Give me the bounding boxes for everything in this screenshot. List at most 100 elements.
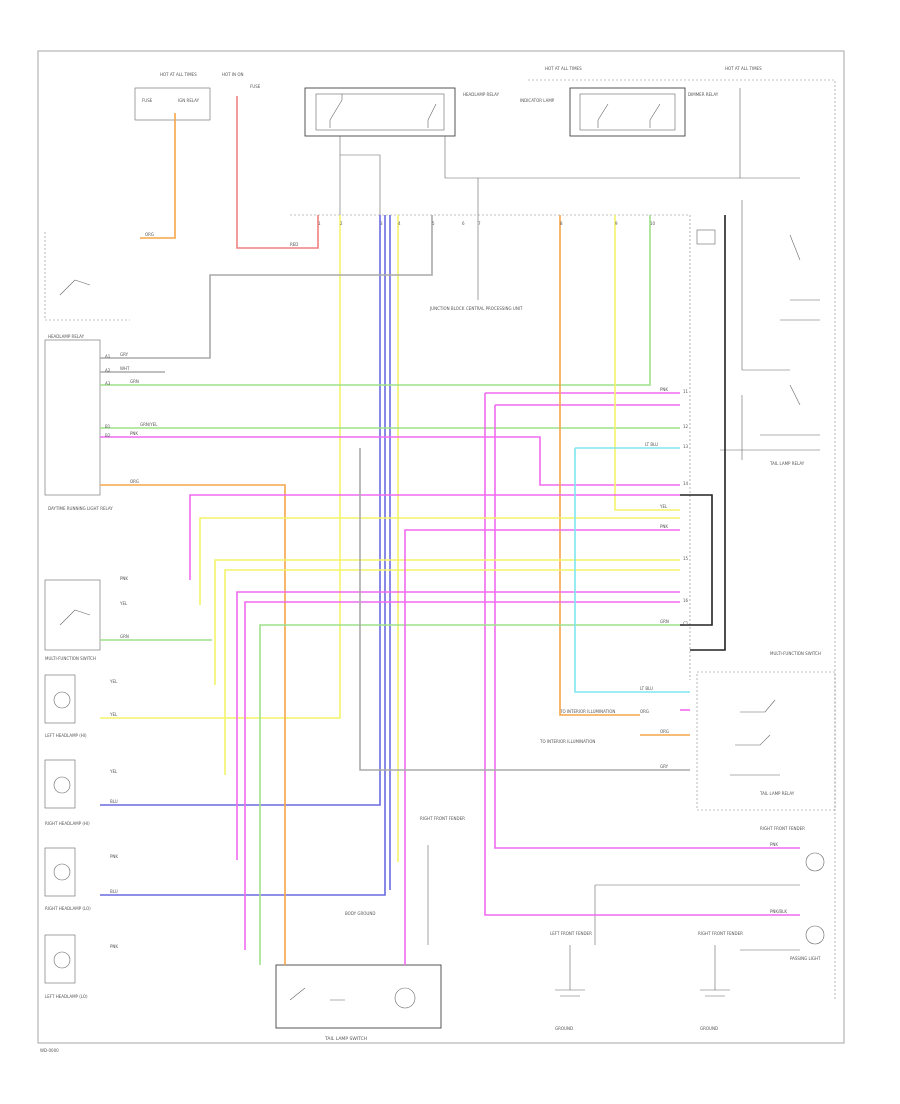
label-fuse-2: FUSE [250,84,261,89]
pin-p11: 11 [683,389,689,394]
ground-left-fender [555,945,585,997]
wire-org-2 [100,484,286,965]
wire-org-1 [140,113,176,239]
pin-a3: A3 [105,381,111,386]
wire-blu-2 [100,215,386,896]
top-dash-2 [528,79,836,1000]
wire-gry-2-label: WHT [120,366,130,371]
corner-code: WD-0000 [40,1048,59,1053]
wire-yel-5-label: YEL [109,679,118,684]
pin-p13: 13 [683,444,689,449]
label-body-ground-1: BODY GROUND [345,911,375,916]
wire-blu-1-label: BLU [110,799,118,804]
wire-lbl-2 [574,448,690,693]
wire-pnk-2-label: PNK [660,387,668,392]
wire-pnk-8-label: PNK [110,944,118,949]
label-multi-function-switch: MULTI-FUNCTION SWITCH [45,656,96,661]
wire-yel-3-label: YEL [659,504,668,509]
label-ground-2: GROUND [700,1026,718,1031]
wire-yel-5 [214,559,680,685]
right-lower-switch [730,699,780,776]
right-headlamp-hi-bulb [53,863,71,881]
wire-yel-1 [100,215,341,719]
label-tail-lamp-relay: TAIL LAMP RELAY [769,461,805,466]
label-hot-at-all-times-1: HOT AT ALL TIMES [160,72,197,77]
wire-org-1-label: ORG [145,232,154,237]
mfs-switch [59,609,91,626]
wire-blu-1 [100,215,381,806]
label-headlamp-relay: HEADLAMP RELAY [463,92,500,97]
label-left-front-fender: LEFT FRONT FENDER [550,931,592,936]
label-ground-1: GROUND [555,1026,573,1031]
pin-a1: A1 [105,354,111,359]
wire-gry-1 [100,215,433,359]
wire-grn-1-label: GRN [130,379,139,384]
label-right-headlamp-lo: RIGHT HEADLAMP (LO) [45,906,91,911]
label-tail-lamp-switch: TAIL LAMP SWITCH [324,1036,367,1042]
tail-switch-contact [289,987,345,1001]
wire-pnk-6-label: PNK [120,576,128,581]
relay-switch-4 [649,103,661,128]
pin-p3: 3 [380,221,383,226]
label-right-front-fender: RIGHT FRONT FENDER [420,816,465,821]
right-relay-2 [720,384,820,460]
label-left-headlamp-lo: LEFT HEADLAMP (LO) [45,994,88,999]
ground-right-fender [700,945,730,997]
wire-pnk-5 [494,405,800,849]
wire-grn-1 [100,215,651,386]
wire-pnk-9 [404,529,680,965]
wire-pnk-9-label: PNK [660,524,668,529]
label-left-headlamp-hi: LEFT HEADLAMP (HI) [45,733,87,738]
pin-p12: 12 [683,424,689,429]
wire-blu-2-label: BLU [110,889,118,894]
wire-yel-3 [614,215,680,511]
wire-lbl-2-label: LT BLU [640,686,653,691]
passing-light-1 [805,852,825,872]
bottom-right-bus [594,884,800,951]
label-hot-at-all-times-2: HOT AT ALL TIMES [545,66,582,71]
wire-grn-2-label: GRN/YEL [140,422,158,427]
label-hot-at-all-times-3: HOT AT ALL TIMES [725,66,762,71]
wire-layer: ORGREDYELBLUBLUGRNGRN/YELPNKPNKPNK/BLKPN… [100,96,800,965]
label-to-interior-2: TO INTERIOR ILLUMINATION [559,709,615,714]
wire-yel-4 [199,517,680,605]
pin-p10: 10 [650,221,656,226]
label-right-headlamp-hi: RIGHT HEADLAMP (HI) [45,821,90,826]
left-switch-frame [44,232,130,321]
right-connector [696,229,716,245]
left-headlamp-lo [44,759,76,809]
mid-link [340,154,381,215]
tail-switch-lamp [394,987,416,1009]
wire-yel-1-label: YEL [109,712,118,717]
wire-grn-3-label: GRN [660,619,669,624]
headlamp-relay-box [304,87,456,137]
wire-yel-6 [224,569,680,775]
wire-pnk-8 [244,601,680,950]
pin-p14: 14 [683,481,689,486]
label-hot-in-run-1: HOT IN ON [222,72,243,77]
right-relay-frame [741,200,790,371]
wire-pnk-3-label: PNK/BLK [770,909,787,914]
right-lower-box [696,671,836,811]
wire-org-3-label: ORG [640,709,649,714]
relay-switch-1 [329,94,343,128]
pin-p1: 1 [318,221,321,226]
multi-function-switch-box [44,579,101,651]
left-headlamp-lo-bulb [53,776,71,794]
label-right-front-fender-2: RIGHT FRONT FENDER [760,826,805,831]
wire-lbl-1-label: LT BLU [645,442,658,447]
wire-gry-3-label: GRY [660,764,669,769]
label-combination-switch: MULTI-FUNCTION SWITCH [770,651,821,656]
relay-switch-3 [597,103,609,128]
diagram-frame [37,50,845,1044]
left-headlamp-hi-bulb [53,691,71,709]
label-tail-lamp-relay-2: TAIL LAMP RELAY [759,791,795,796]
label-fuse-1: FUSE [142,98,153,103]
wire-pnk-6 [189,494,680,580]
pin-b2: B2 [105,433,111,438]
pin-b1: B1 [105,424,111,429]
right-headlamp-lo [44,934,76,984]
